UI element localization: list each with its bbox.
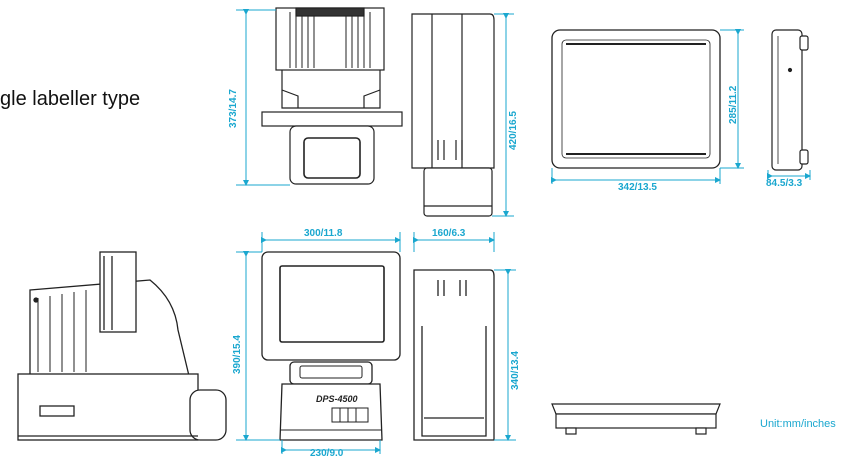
dim-line-platter-depth bbox=[720, 29, 744, 169]
side-front-view-drawing bbox=[413, 269, 495, 441]
dim-line-side-front-height bbox=[494, 269, 516, 441]
platter-front-drawing bbox=[551, 403, 721, 435]
label-platter-thickness: 84.5/3.3 bbox=[766, 178, 803, 189]
label-front-width: 300/11.8 bbox=[304, 228, 343, 239]
platter-top-drawing bbox=[551, 29, 721, 169]
dim-line-top-height bbox=[236, 9, 290, 186]
label-platter-depth: 285/11.2 bbox=[728, 85, 739, 124]
platter-side-drawing bbox=[771, 29, 809, 171]
unit-note: Unit:mm/inches bbox=[760, 418, 836, 430]
label-base-width: 230/9.0 bbox=[310, 448, 344, 459]
label-side-width: 160/6.3 bbox=[432, 228, 466, 239]
side-view-drawing bbox=[411, 13, 495, 217]
dim-line-platter-thickness bbox=[767, 170, 811, 180]
dim-line-front-height bbox=[236, 251, 280, 441]
dim-line-platter-width bbox=[551, 168, 721, 184]
dim-line-side-width bbox=[413, 232, 495, 252]
label-side-front-height: 340/13.4 bbox=[510, 351, 521, 390]
perspective-view-drawing bbox=[17, 251, 227, 441]
label-top-height: 373/14.7 bbox=[228, 89, 239, 128]
label-side-height: 420/16.5 bbox=[508, 111, 519, 150]
page-heading: gle labeller type bbox=[0, 88, 141, 110]
label-platter-width: 342/13.5 bbox=[618, 182, 657, 193]
dim-line-side-height bbox=[492, 13, 514, 217]
front-view-drawing bbox=[261, 251, 401, 441]
top-view-drawing bbox=[261, 7, 403, 185]
dim-line-front-width bbox=[261, 232, 401, 252]
label-front-height: 390/15.4 bbox=[232, 335, 243, 374]
dim-line-base-width bbox=[281, 440, 381, 454]
model-label: DPS-4500 bbox=[316, 394, 358, 404]
